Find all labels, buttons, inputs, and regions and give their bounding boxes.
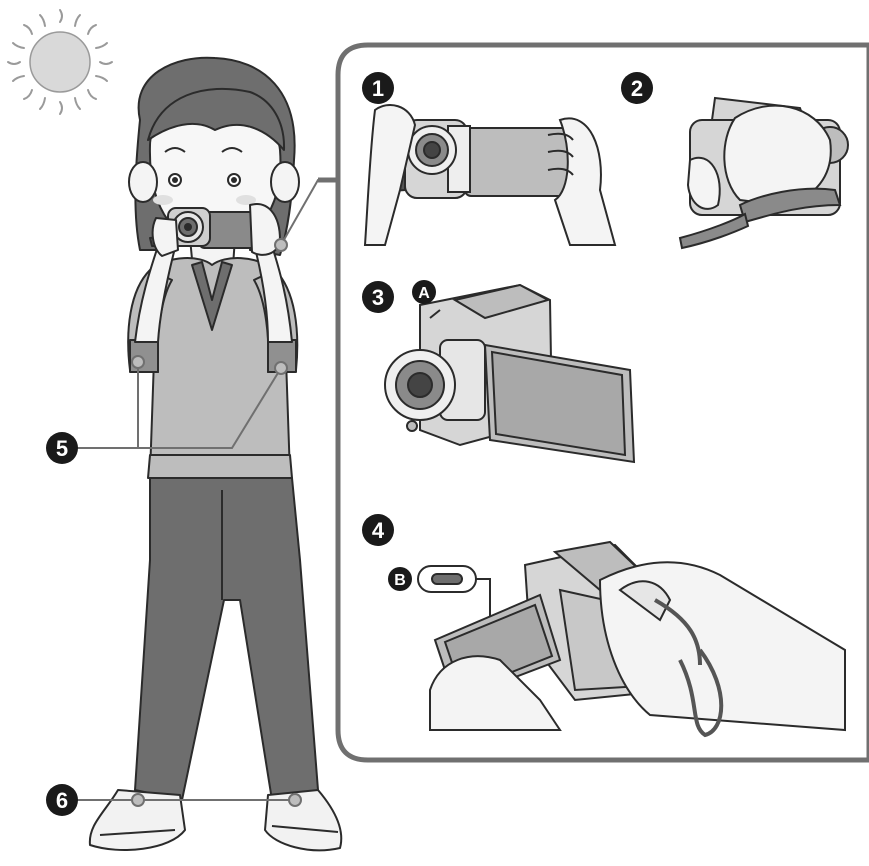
marker-a: A bbox=[412, 280, 436, 304]
elbow-right-dot bbox=[275, 362, 287, 374]
right-ear bbox=[271, 162, 299, 202]
svg-text:2: 2 bbox=[631, 76, 643, 101]
foot-right-dot bbox=[289, 794, 301, 806]
svg-text:B: B bbox=[394, 572, 406, 589]
svg-text:5: 5 bbox=[56, 436, 68, 461]
pants bbox=[135, 478, 318, 800]
svg-text:3: 3 bbox=[372, 285, 384, 310]
left-ear bbox=[129, 162, 157, 202]
marker-4: 4 bbox=[362, 514, 394, 546]
person-figure bbox=[90, 58, 341, 851]
marker-5: 5 bbox=[46, 432, 78, 464]
marker-6: 6 bbox=[46, 784, 78, 816]
svg-text:6: 6 bbox=[56, 788, 68, 813]
marker-2: 2 bbox=[621, 72, 653, 104]
marker-b: B bbox=[388, 567, 412, 591]
svg-text:1: 1 bbox=[372, 76, 384, 101]
marker-3: 3 bbox=[362, 281, 394, 313]
elbow-left-dot bbox=[132, 356, 144, 368]
svg-text:A: A bbox=[418, 285, 430, 302]
marker-1: 1 bbox=[362, 72, 394, 104]
hand-point-dot bbox=[275, 239, 287, 251]
foot-left-dot bbox=[132, 794, 144, 806]
svg-text:4: 4 bbox=[372, 518, 385, 543]
sun-icon bbox=[8, 10, 112, 114]
